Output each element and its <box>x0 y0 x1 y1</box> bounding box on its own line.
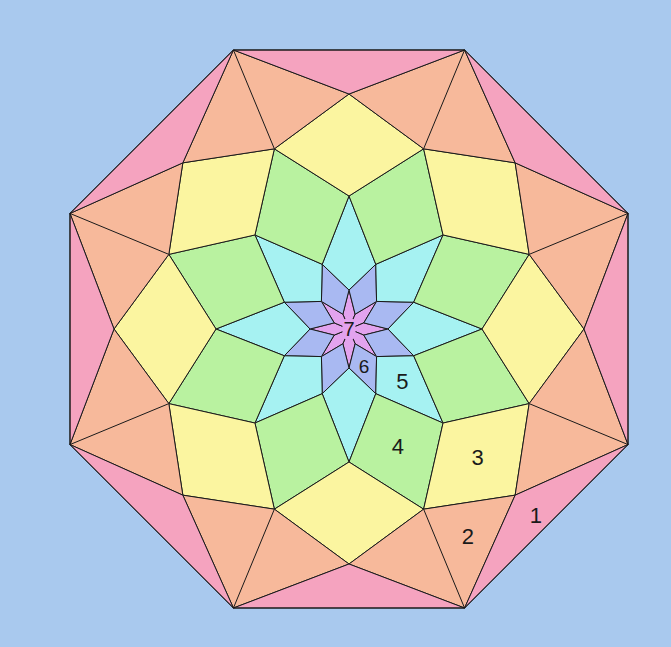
tile-divider <box>529 213 628 254</box>
pattern-tile <box>169 149 275 255</box>
edge-triangle <box>233 50 464 94</box>
callout-number: 7 <box>342 319 355 339</box>
tile-divider <box>70 404 169 445</box>
octagon-outline <box>70 50 628 608</box>
tile-divider <box>233 50 274 149</box>
tile-divider <box>233 509 274 608</box>
callout-number: 3 <box>471 447 485 469</box>
pattern-tile <box>169 404 275 510</box>
callout-number: 6 <box>358 356 371 375</box>
pattern-tile <box>424 404 530 510</box>
pattern-tile <box>424 149 530 255</box>
tile-divider <box>424 50 465 149</box>
callout-number: 4 <box>391 436 405 458</box>
edge-triangle <box>233 564 464 608</box>
tile-divider <box>70 213 169 254</box>
tile-divider <box>529 404 628 445</box>
edge-triangle <box>584 213 628 444</box>
callout-number: 2 <box>461 526 475 548</box>
tile-divider <box>424 509 465 608</box>
callout-number: 1 <box>529 505 543 527</box>
edge-triangle <box>70 213 114 444</box>
callout-number: 5 <box>395 371 409 393</box>
